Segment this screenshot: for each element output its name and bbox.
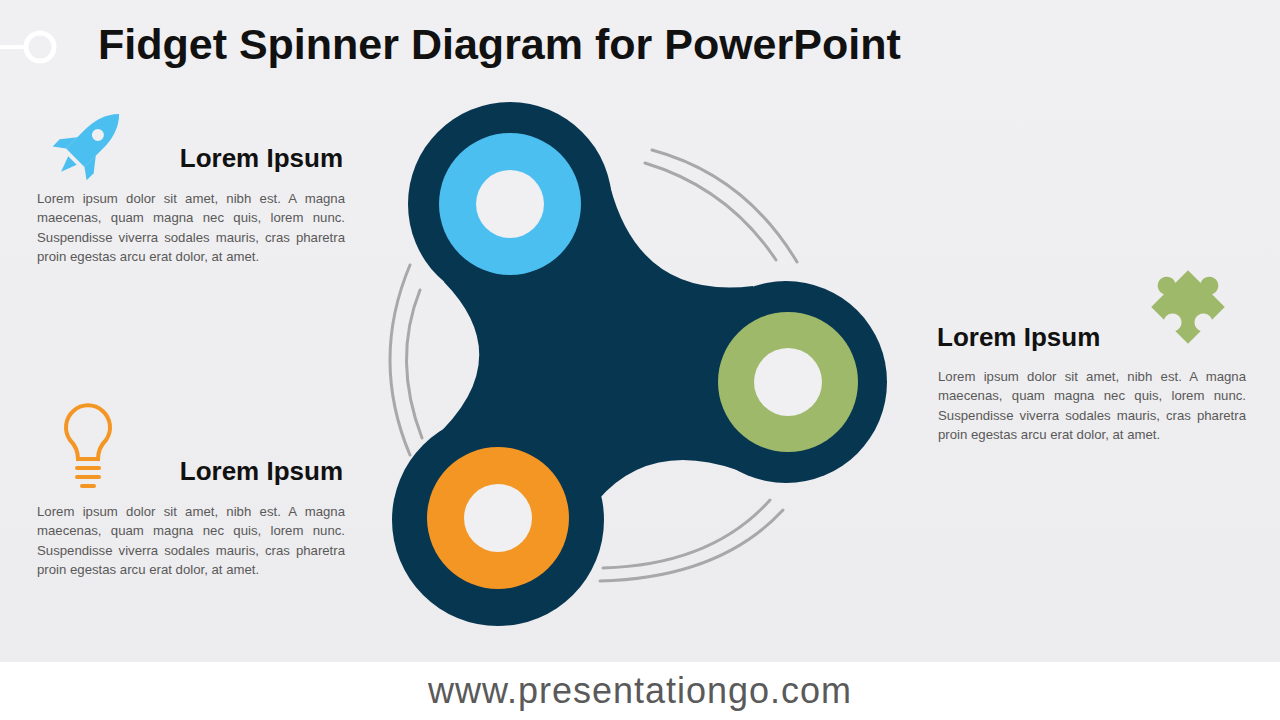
slide-title: Fidget Spinner Diagram for PowerPoint: [98, 20, 901, 69]
watermark: www.presentationgo.com: [0, 670, 1280, 712]
ring-hole: [464, 484, 532, 552]
item-body: Lorem ipsum dolor sit amet, nibh est. A …: [37, 502, 345, 579]
spinner-body: [392, 102, 887, 626]
lightbulb-icon: [66, 405, 110, 486]
rocket-icon: [44, 97, 136, 189]
item-body: Lorem ipsum dolor sit amet, nibh est. A …: [37, 189, 345, 266]
green-ring: [718, 312, 858, 452]
title-marker: [26, 33, 54, 61]
ring-hole: [476, 170, 544, 238]
orange-ring: [427, 447, 569, 589]
item-heading: Lorem Ipsum: [180, 456, 343, 487]
blue-ring: [439, 133, 581, 275]
ring-hole: [754, 348, 822, 416]
item-heading: Lorem Ipsum: [180, 143, 343, 174]
item-body: Lorem ipsum dolor sit amet, nibh est. A …: [938, 367, 1246, 444]
puzzle-icon: [1142, 252, 1234, 344]
item-heading: Lorem Ipsum: [937, 322, 1100, 353]
